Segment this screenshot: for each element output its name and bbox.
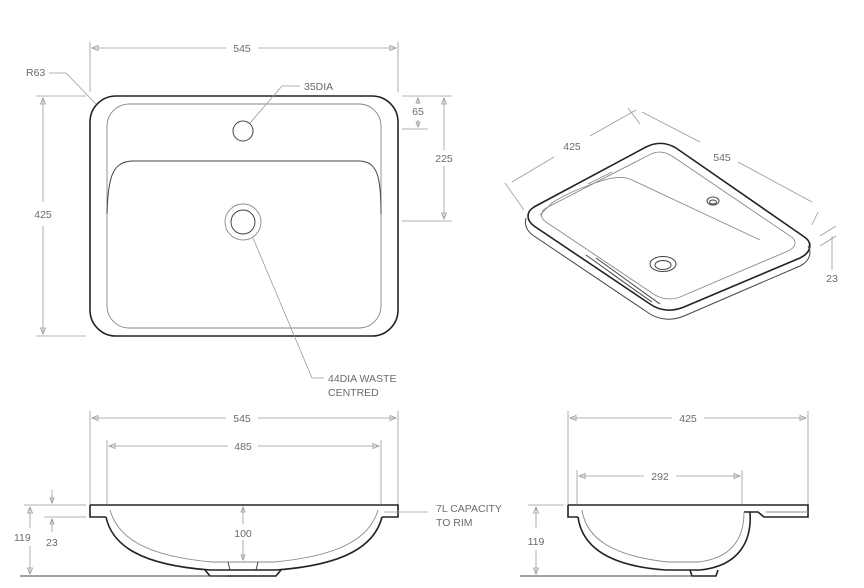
side-section-view: 425 292 119 (520, 411, 809, 577)
front-bowl (105, 516, 383, 571)
iso-inner-rim (541, 151, 796, 300)
tap-offset-label: 65 (412, 106, 424, 118)
tap-hole-label: 35DIA (304, 81, 333, 93)
front-section-view: 545 485 100 119 (14, 411, 502, 577)
iso-outer-rim (527, 142, 811, 311)
front-width-label: 545 (233, 413, 251, 425)
iso-width-label: 545 (713, 152, 731, 164)
bowl-back-label: 225 (435, 153, 453, 165)
side-rim (567, 504, 809, 518)
capacity-label-2: TO RIM (436, 517, 473, 529)
iso-depth-label: 425 (563, 141, 581, 153)
front-rim-label: 23 (46, 537, 58, 549)
front-rim (89, 504, 399, 518)
plan-width-label: 545 (233, 43, 251, 55)
tap-hole-leader (249, 85, 300, 124)
isometric-view: 425 545 23 (504, 107, 838, 320)
front-height-label: 119 (14, 532, 31, 544)
plan-view: 545 425 R63 35DIA 65 225 44DIA WASTE CEN… (26, 42, 453, 399)
plan-outer-rim (89, 95, 399, 337)
side-width-label: 425 (679, 413, 697, 425)
side-bowl (577, 511, 751, 571)
iso-tap-hole (706, 196, 720, 206)
front-bowl-depth-label: 100 (234, 528, 252, 540)
side-inner-width-label: 292 (651, 471, 669, 483)
iso-rim-underside (525, 217, 811, 320)
side-height-label: 119 (528, 536, 545, 548)
plan-tap-hole (232, 120, 254, 142)
plan-waste-inner (230, 209, 256, 235)
waste-label-1: 44DIA WASTE (328, 373, 396, 385)
front-inner-width-label: 485 (234, 441, 252, 453)
plan-bowl-edge (106, 160, 382, 215)
iso-waste (649, 256, 677, 272)
plan-depth-label: 425 (34, 209, 52, 221)
corner-radius-leader (49, 72, 97, 105)
capacity-label-1: 7L CAPACITY (436, 503, 502, 515)
iso-rim-label: 23 (826, 273, 838, 285)
waste-label-2: CENTRED (328, 387, 379, 399)
iso-bowl-edge (539, 177, 761, 241)
corner-radius-label: R63 (26, 67, 45, 79)
plan-inner-rim (106, 103, 382, 329)
waste-leader (252, 237, 324, 379)
plan-waste-outer (224, 203, 262, 241)
